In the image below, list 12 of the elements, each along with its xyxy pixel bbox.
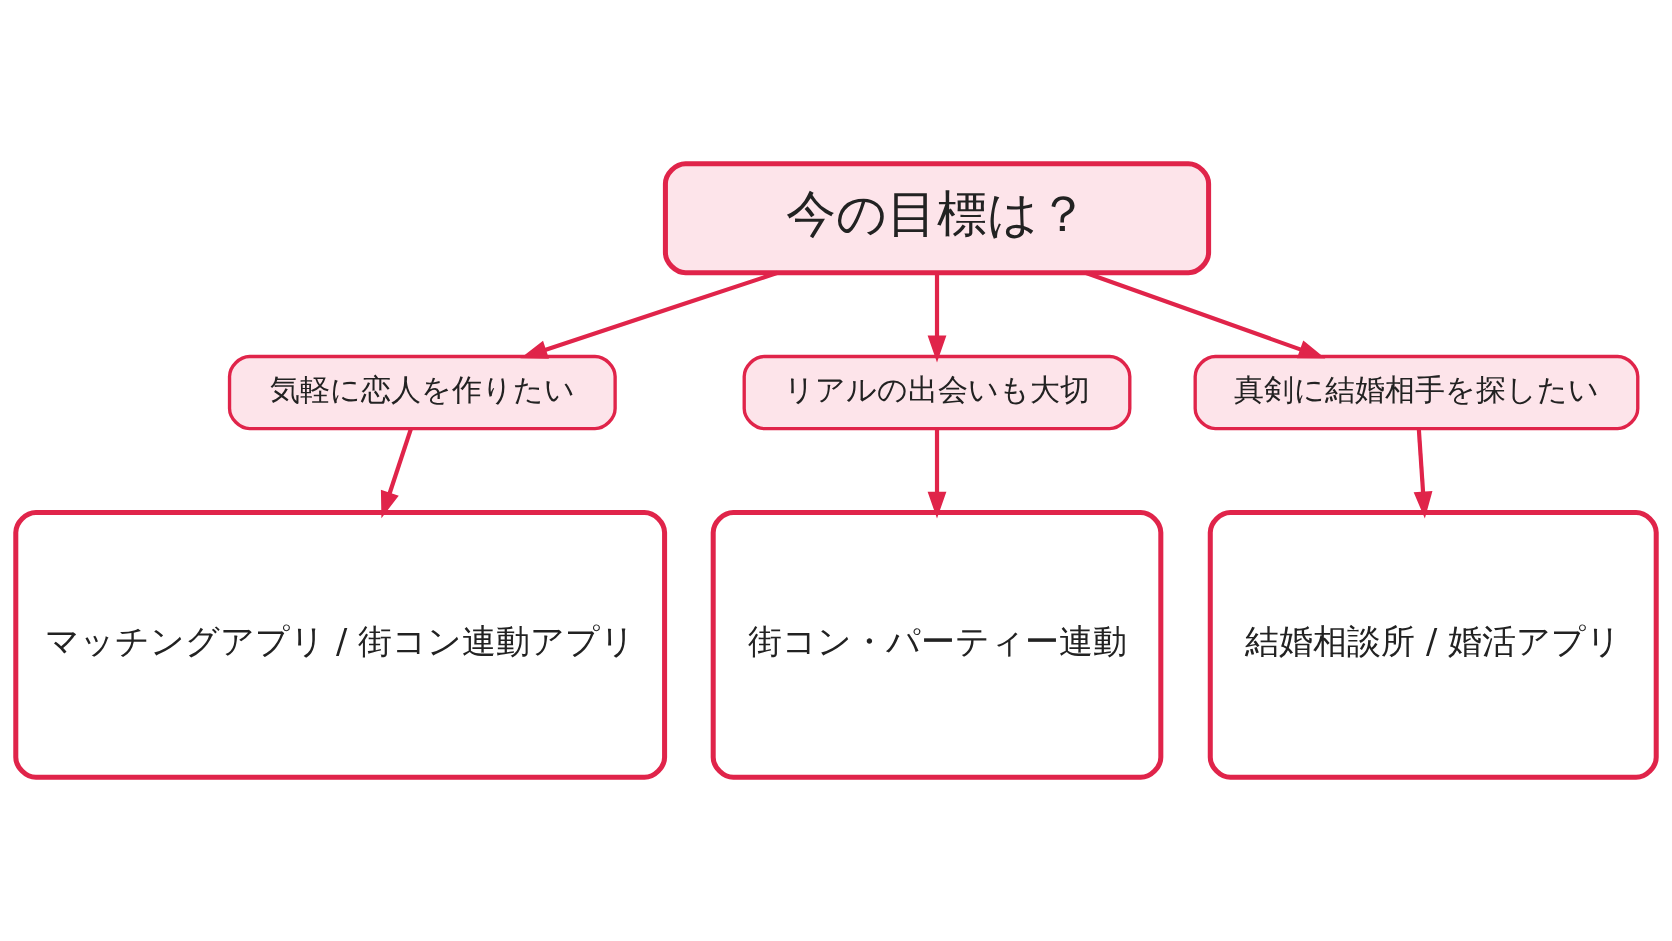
arrow: [927, 273, 947, 363]
node-box: 気軽に恋人を作りたい: [227, 354, 617, 431]
arrow: [1084, 270, 1326, 359]
node-box: 真剣に結婚相手を探したい: [1193, 354, 1640, 431]
arrow: [1413, 428, 1433, 519]
node-box: 街コン・パーティー連動: [710, 509, 1164, 780]
node-box: リアルの出会いも大切: [742, 354, 1132, 431]
node-box: 今の目標は？: [662, 161, 1212, 276]
arrow: [380, 428, 413, 519]
node-box: 結婚相談所 / 婚活アプリ: [1207, 509, 1659, 780]
arrow: [927, 428, 947, 519]
node-box: マッチングアプリ / 街コン連動アプリ: [13, 509, 668, 780]
